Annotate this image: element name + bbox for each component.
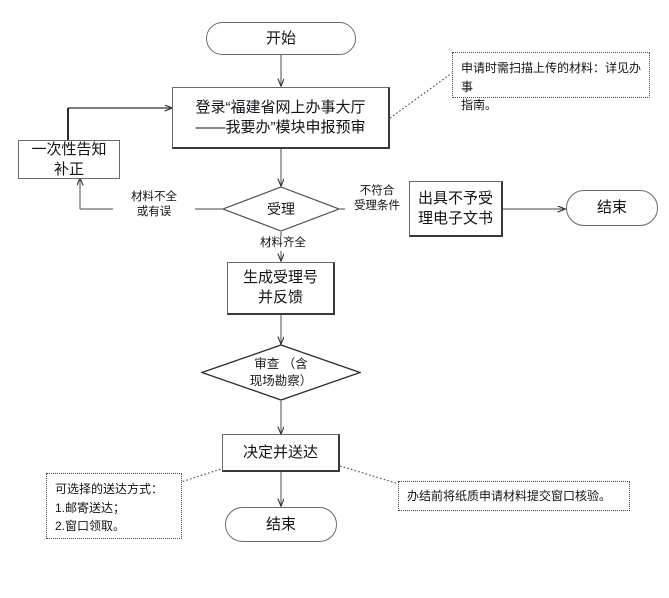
node-generate-acceptance-number[interactable]: 生成受理号 并反馈 xyxy=(227,262,335,315)
node-decide-and-deliver[interactable]: 决定并送达 xyxy=(222,434,340,472)
note-paper-materials-verification: 办结前将纸质申请材料提交窗口核验。 xyxy=(398,481,630,511)
node-one-time-notify-correction[interactable]: 一次性告知 补正 xyxy=(18,140,120,179)
diamond-shape xyxy=(222,186,340,232)
node-start[interactable]: 开始 xyxy=(206,22,356,55)
diamond-shape xyxy=(201,344,361,401)
node-end-right[interactable]: 结束 xyxy=(566,190,658,226)
node-review-decision-label: 审查 （含 现场勘察） xyxy=(249,357,313,388)
note-delivery-methods: 可选择的送达方式： 1.邮寄送达； 2.窗口领取。 xyxy=(46,473,182,539)
node-accept-decision-label: 受理 xyxy=(267,200,295,217)
node-accept-decision[interactable]: 受理 xyxy=(222,186,340,232)
note-upload-materials: 申请时需扫描上传的材料：详见办事 指南。 xyxy=(452,52,650,112)
node-review-decision[interactable]: 审查 （含 现场勘察） xyxy=(201,344,361,401)
node-login-declare[interactable]: 登录“福建省网上办事大厅 ——我要办”模块申报预审 xyxy=(172,87,390,149)
edge-label-materials-complete: 材料齐全 xyxy=(242,236,324,251)
node-end-bottom[interactable]: 结束 xyxy=(225,507,337,542)
edge-label-materials-incomplete: 材料不全 或有误 xyxy=(113,190,195,220)
edge-label-not-meeting-conditions: 不符合 受理条件 xyxy=(345,184,409,214)
node-issue-rejection-document[interactable]: 出具不予受 理电子文书 xyxy=(409,181,503,237)
